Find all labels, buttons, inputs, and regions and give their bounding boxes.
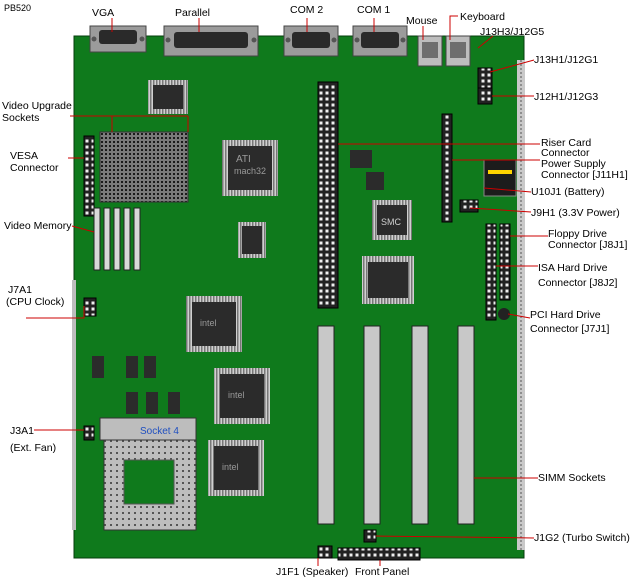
ext-fan-header (83, 425, 95, 441)
ati-mach32-chip: ATI mach32 (222, 140, 278, 196)
intel-chip-2-label: intel (228, 390, 245, 400)
isa-label-1: ISA Hard Drive (538, 262, 608, 274)
riser-label-1: Riser Card (541, 137, 592, 149)
riser-label-2: Connector (541, 147, 590, 159)
j7a1-label-2: (CPU Clock) (6, 296, 65, 308)
simm-sockets (317, 325, 475, 525)
smc-chip-label: SMC (381, 217, 402, 227)
j3a1-label-1: J3A1 (10, 425, 34, 437)
turbo-switch-jumper (363, 529, 377, 543)
video-upgrade-label-2: Sockets (2, 112, 40, 124)
pci-label-1: PCI Hard Drive (530, 309, 601, 321)
pci-hard-drive-connector (498, 308, 510, 320)
j9h1-label: J9H1 (3.3V Power) (531, 207, 620, 219)
j3a1-label-2: (Ext. Fan) (10, 442, 57, 454)
video-chip-top (148, 80, 188, 114)
model-label: PB520 (4, 3, 32, 13)
video-upgrade-label-1: Video Upgrade (2, 100, 72, 112)
parallel-connector (163, 25, 259, 57)
front-panel-header (337, 547, 421, 561)
intel-chip-1: intel (186, 296, 242, 352)
j7a1-label-1: J7A1 (8, 284, 32, 296)
floppy-drive-connector (499, 223, 511, 301)
power-label-1: Power Supply (541, 158, 606, 170)
video-upgrade-sockets (99, 131, 189, 203)
riser-card-connector (317, 81, 339, 309)
j12h1-label: J12H1/J12G3 (534, 91, 599, 103)
power-label-2: Connector [J11H1] (541, 169, 628, 181)
intel-chip-3: intel (208, 440, 264, 496)
parallel-label: Parallel (175, 7, 211, 19)
small-logic-chips (92, 356, 180, 414)
simm-label: SIMM Sockets (538, 472, 606, 484)
small-chip-right-2 (366, 172, 384, 190)
vga-label: VGA (92, 7, 115, 19)
vesa-label-2: Connector (10, 162, 59, 174)
intel-chip-3-label: intel (222, 462, 239, 472)
intel-chip-1-label: intel (200, 318, 217, 328)
small-chip-mid (238, 222, 266, 258)
mouse-label: Mouse (406, 15, 438, 27)
power-supply-connector (441, 113, 453, 223)
video-memory-label: Video Memory (4, 220, 72, 232)
j9h1-jumper (459, 199, 479, 213)
chipset-chip (362, 256, 414, 304)
battery-label: U10J1 (Battery) (531, 186, 605, 198)
com1-label: COM 1 (357, 4, 391, 16)
small-chip-right-1 (350, 150, 372, 168)
vesa-label-1: VESA (10, 150, 39, 162)
cpu-clock-jumper (83, 297, 97, 317)
front-panel-label: Front Panel (355, 566, 410, 578)
isa-hard-drive-connector (485, 223, 497, 321)
cpu-socket-4: Socket 4 (99, 417, 197, 531)
floppy-label-1: Floppy Drive (548, 228, 607, 240)
intel-chip-2: intel (214, 368, 270, 424)
pci-label-2: Connector [J7J1] (530, 323, 610, 335)
speaker-header (317, 545, 333, 559)
mach32-chip-label: mach32 (234, 166, 266, 176)
j13h3-label: J13H3/J12G5 (480, 26, 545, 38)
com2-label: COM 2 (290, 4, 324, 16)
com1-connector (352, 25, 408, 57)
isa-label-2: Connector [J8J2] (538, 277, 618, 289)
keyboard-label: Keyboard (460, 11, 505, 23)
keyboard-connector (445, 35, 471, 67)
ati-chip-label: ATI (236, 154, 251, 165)
j13h1-label: J13H1/J12G1 (534, 54, 599, 66)
vesa-connector (83, 135, 95, 217)
leader-lines (26, 15, 548, 566)
floppy-label-2: Connector [J8J1] (548, 239, 628, 251)
j1f1-label: J1F1 (Speaker) (276, 566, 349, 578)
smc-chip: SMC (372, 200, 412, 240)
j1g2-label: J1G2 (Turbo Switch) (534, 532, 630, 544)
jumper-j13h1 (477, 67, 493, 91)
video-memory-modules (93, 207, 141, 271)
jumper-j12h1 (477, 87, 493, 105)
com2-connector (283, 25, 339, 57)
vga-connector (89, 25, 147, 53)
mouse-connector (417, 35, 443, 67)
socket-label: Socket 4 (140, 426, 179, 437)
